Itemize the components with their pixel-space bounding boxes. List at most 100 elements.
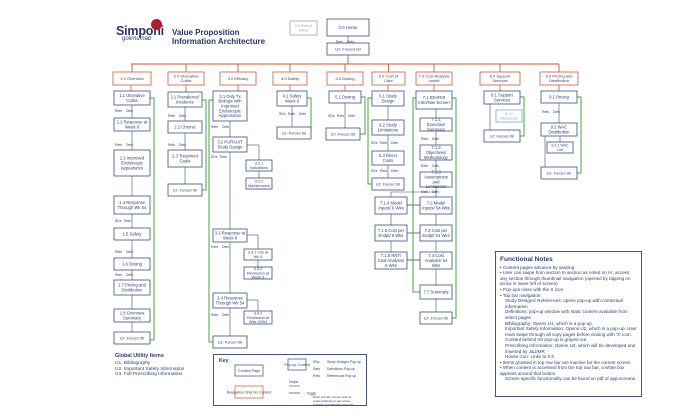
key-nav-only — [234, 385, 264, 399]
node-7-3-frame — [419, 224, 453, 242]
node-3-1-label-line: Biologic with — [218, 99, 242, 104]
node-1-2-label-line: 1.2 Response at — [117, 120, 148, 125]
key-defs-abbr: Defs — [313, 367, 320, 371]
node-8-1-frame — [483, 90, 521, 105]
node-9-2-1-frame — [546, 141, 574, 154]
section-3-0-label: 3.0 Efficacy — [228, 76, 249, 81]
node-7-7-label-line: 7.7 Summary — [424, 289, 450, 294]
node-1-5-frame — [113, 227, 151, 241]
logo-mark-icon — [151, 19, 162, 30]
popup-tag: Refs — [168, 143, 175, 147]
section-3-0-label-line: 3.0 Efficacy — [228, 76, 249, 81]
node-6-3-label-line: 6.3 Direct — [379, 153, 398, 158]
popup-tag: Refs — [380, 141, 387, 145]
functional-note: • Content pages advance by swiping — [500, 264, 575, 270]
col7-forced-isi-frame — [419, 311, 453, 325]
functional-note: • Pop-ups close with the X icon — [500, 286, 564, 292]
col2-forced-isi: U2. Forced ISI — [167, 183, 203, 197]
section-6-0-frame — [371, 71, 406, 86]
popup-tag: Refs — [168, 114, 175, 118]
section-1-0-frame — [112, 71, 152, 86]
section-5-0-label-line: 5.0 Dosing — [335, 76, 354, 81]
node-6-3-frame — [371, 150, 405, 166]
section-4-0: 4.0 Safety — [272, 71, 308, 86]
node-7-2-label-line: 7.2 Model — [427, 201, 445, 206]
functional-note: • User can swipe from section to section… — [500, 270, 631, 287]
node-9-2-1-label-line: List — [557, 148, 563, 152]
col4-forced-isi-label-line: U2. Forced ISI — [282, 131, 306, 135]
node-1-3-label-line: 1.3 Improved — [120, 156, 145, 161]
col5-forced-isi-label: U2. Forced ISI — [331, 132, 355, 136]
node-7-2-label-line: Inputs/ 54 Wks — [422, 205, 450, 210]
functional-note: • When content is accessed from the top … — [500, 365, 625, 376]
node-1-1-label-line: 1.1 Ulcerative — [119, 93, 145, 98]
node-3-4-frame — [212, 292, 248, 309]
popup-tag: Defs — [222, 245, 229, 249]
node-1-7-frame — [113, 279, 151, 296]
node-7-1-3-label-line: 7.1.3 — [431, 170, 441, 175]
popup-tag: SDs — [211, 155, 218, 159]
col8-forced-isi: U2. Forced ISI — [483, 129, 521, 143]
node-3-3-1-label-line: Wk 6 — [254, 255, 263, 259]
section-2-0-frame — [167, 71, 205, 86]
node-7-1-4-frame — [374, 196, 408, 215]
node-3-2-1-frame — [245, 159, 273, 172]
col9-forced-isi: U2. Forced ISI — [540, 166, 578, 180]
node-1-6: 1.6 Dosing — [113, 257, 151, 271]
popup-tag: Refs — [115, 250, 122, 254]
col8-forced-isi-frame — [483, 129, 521, 143]
node-3-2-label-line: 3.2 PURSUIT — [217, 140, 243, 145]
functional-note: Bibliography: Opens U1, which is a pop-u… — [505, 320, 594, 326]
node-1-8-label-line: Summary — [123, 315, 142, 320]
utility-item: U2. Important Safety Information — [115, 366, 185, 372]
node-1-3-label-line: Appearance — [121, 165, 144, 170]
simponi-logo: Simponi golimumab — [116, 19, 164, 42]
node-3-3-1-frame — [243, 248, 273, 261]
utility-item: U1. Bibliography — [115, 360, 151, 366]
node-5-1: 5.1 Dosing — [328, 90, 362, 104]
col1-forced-isi-label-line: U2. Forced ISI — [120, 336, 144, 340]
node-3-3-label-line: Week 6 — [223, 235, 238, 240]
node-6-2-frame — [371, 119, 405, 136]
functional-notes-list: • Content pages advance by swiping• User… — [500, 265, 637, 382]
node-2-1-frame — [167, 91, 203, 108]
section-9-0-frame — [539, 71, 579, 86]
functional-note: Study Designs/ References: opens pop-up … — [505, 298, 623, 309]
node-3-3-2-frame — [243, 266, 273, 280]
node-7-4-label-line: 7.4 Cost — [428, 253, 444, 258]
node-1-5: 1.5 Safety — [113, 227, 151, 241]
node-7-4-label-line: Wks — [432, 263, 440, 268]
functional-notes-title: Functional Notes — [500, 256, 553, 263]
node-1-4-label-line: 1.4 Response — [119, 200, 146, 205]
node-7-7-label: 7.7 Summary — [424, 289, 450, 294]
col1-forced-isi-frame — [113, 331, 151, 345]
node-1-5-label: 1.5 Safety — [123, 231, 143, 236]
key-title: Key — [219, 358, 229, 364]
popup-tag: Refs — [421, 190, 428, 194]
section-3-0-frame — [219, 71, 257, 86]
connector-line — [520, 96, 525, 137]
node-8-1-1-label-line: 8.1.1 — [505, 112, 513, 116]
node-6-1-frame — [371, 90, 405, 107]
home-ghost-frame — [289, 20, 318, 36]
